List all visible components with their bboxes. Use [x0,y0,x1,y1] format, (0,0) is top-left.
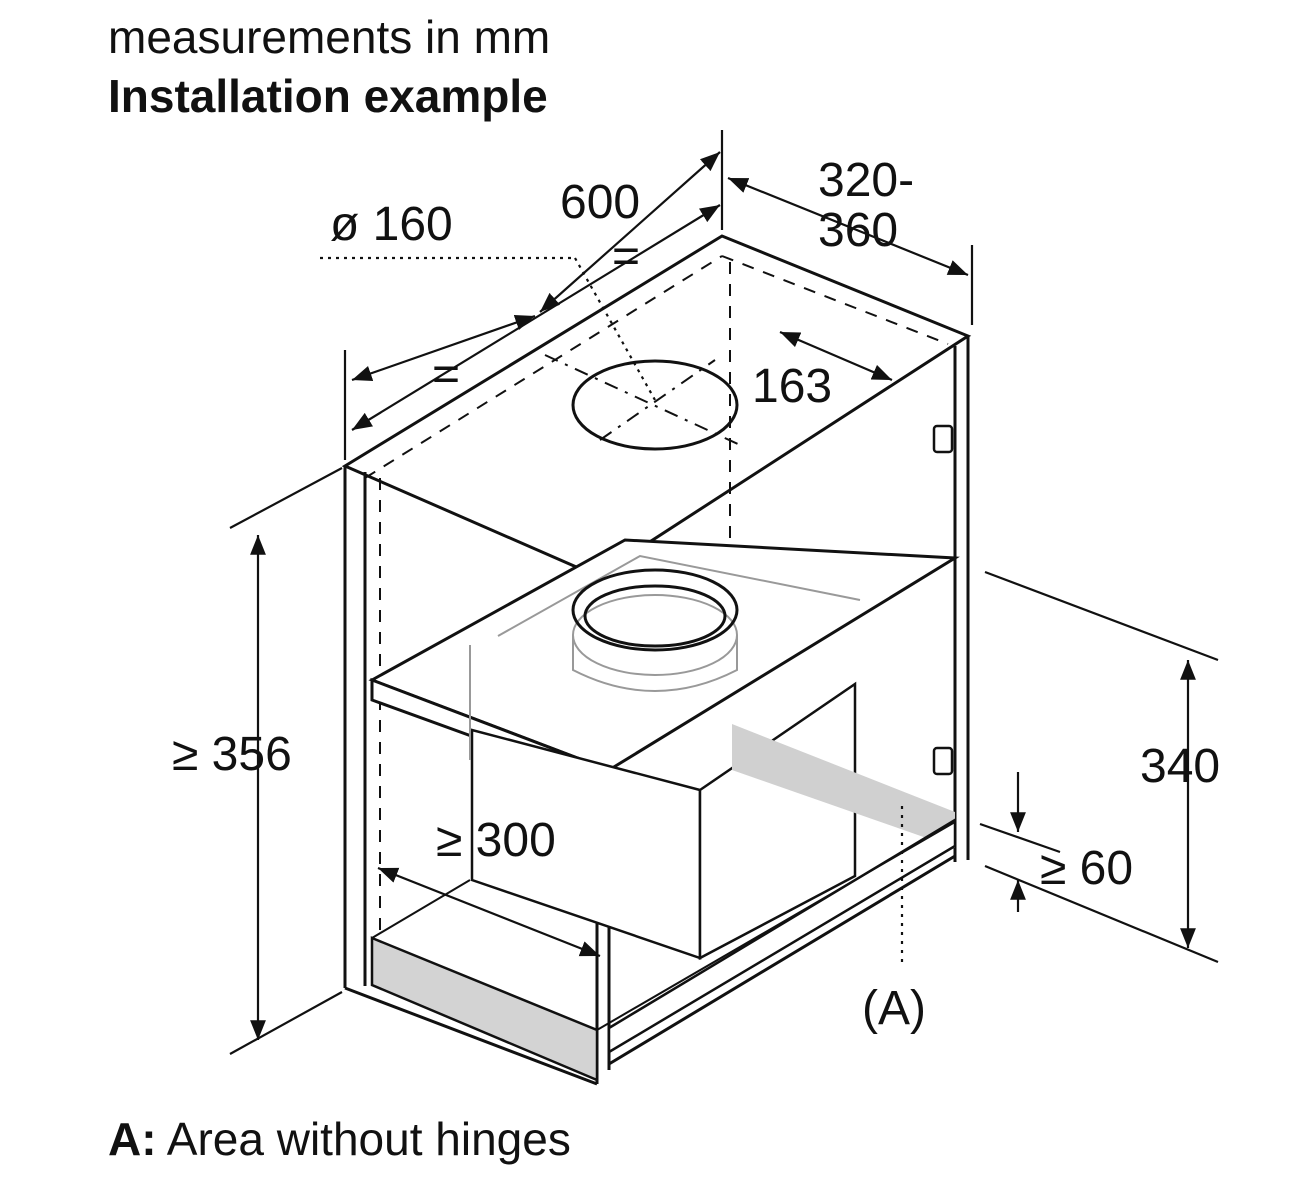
depth-label-top: 320- [818,154,914,207]
min-clearance-label: ≥ 60 [1040,842,1133,895]
diagram-header: measurements in mm Installation example [108,12,550,121]
shelf [368,538,960,789]
equal-sign-lower: = [432,348,460,401]
area-a-marker: (A) [862,982,926,1035]
legend: A: Area without hinges [108,1112,571,1166]
hood-unit [470,681,857,961]
duct-ring [571,568,739,652]
equal-sign-upper: = [612,230,640,283]
duct-ghost-outline [469,554,861,760]
hinge-clip-top [932,424,954,454]
hinge-clip-bottom [932,746,954,776]
side-height-label: 340 [1140,740,1220,793]
diagram-title: Installation example [108,69,548,122]
legend-text: Area without hinges [166,1113,571,1165]
duct-offset-label: 163 [752,360,832,413]
legend-key: A: [108,1113,157,1165]
duct-diameter-label: ø 160 [330,198,453,251]
min-height-label: ≥ 356 [172,728,292,781]
min-inner-width-label: ≥ 300 [436,814,556,867]
depth-label-bottom: 360 [818,204,898,257]
cabinet-width-label: 600 [560,176,640,229]
dimension-lines [229,130,1219,1055]
units-note: measurements in mm [108,11,551,63]
